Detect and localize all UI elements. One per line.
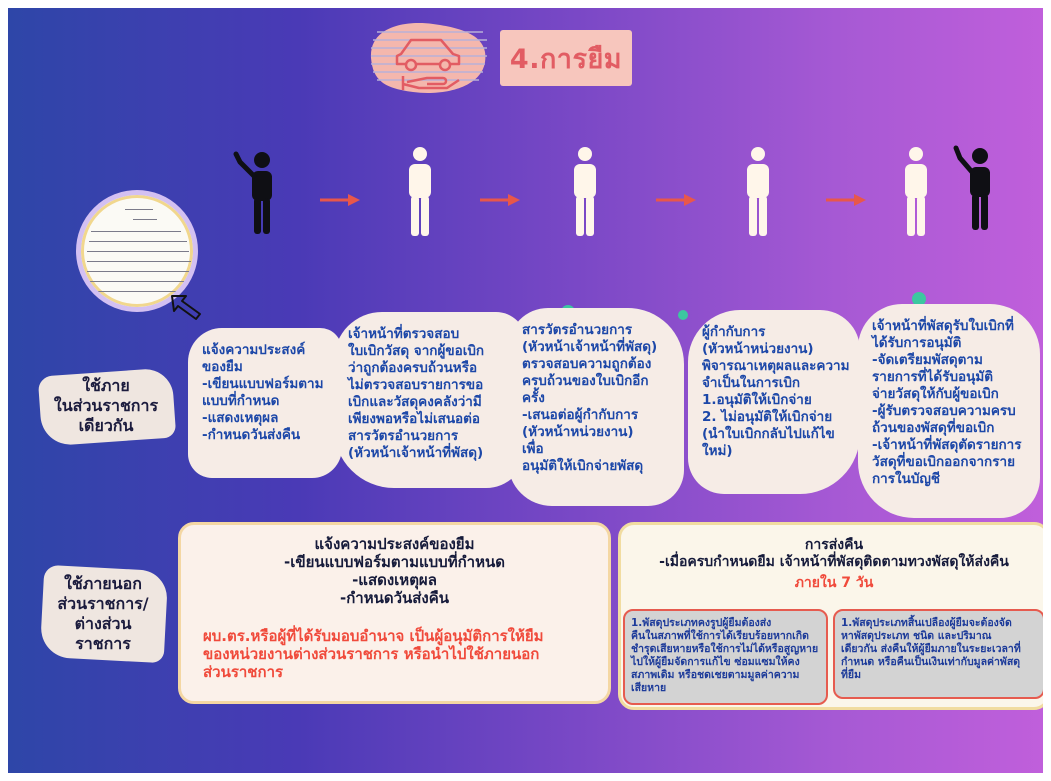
internal-label-line: ใช้ภาย (82, 376, 130, 395)
internal-label-line: ในส่วนราชการ (53, 396, 159, 415)
note-line: เดียวกัน ส่งคืนให้ผู้ยืมภายในระยะเวลาที่ (841, 643, 1021, 655)
note-line: 1.พัสดุประเภทคงรูปผู้ยืมต้องส่ง (631, 617, 772, 629)
note-line: หาพัสดุประเภท ชนิด และปริมาณ (841, 630, 992, 642)
card-line: -เขียนแบบฟอร์มตามแบบที่กำหนด (284, 553, 505, 571)
decor-dot (912, 292, 926, 306)
decor-dot (678, 310, 688, 320)
step-text-line: -ผู้รับตรวจสอบความครบ (872, 403, 1016, 419)
person-icon (574, 147, 596, 236)
step-text-line: แบบที่กำหนด (202, 393, 280, 409)
return-subtitle: -เมื่อครบกำหนดยืม เจ้าหน้าที่พัสดุติดตาม… (659, 554, 1009, 570)
pointing-person-icon (953, 145, 990, 230)
step-text-line: -แสดงเหตุผล (202, 410, 279, 426)
note-line: ชำรุดเสียหายหรือใช้การไม่ได้หรือสูญหาย (631, 643, 819, 655)
step-text-line: (หัวหน้าเจ้าหน้าที่พัสดุ) (522, 339, 658, 355)
title-banner: 4.การยืม (500, 30, 632, 86)
card-line: -กำหนดวันส่งคืน (339, 589, 450, 607)
note-line: กำหนด หรือคืนเป็นเงินเท่ากับมูลค่าพัสดุ (841, 656, 1021, 668)
card-line: -แสดงเหตุผล (352, 571, 437, 589)
note-line: ไปให้ผู้ยืมจัดการแก้ไข ซ่อมแซมให้คง (631, 656, 800, 668)
step-text-line: เจ้าหน้าที่พัสดุรับใบเบิกที่ (872, 318, 1014, 334)
infographic-canvas: 4.การยืม (8, 8, 1043, 773)
external-label-line: ใช้ภายนอก (64, 574, 142, 593)
person-icon (409, 147, 431, 236)
step-text-line: ผู้กำกับการ (702, 324, 766, 340)
right-arrow-icon (480, 194, 520, 206)
step-text-line: เจ้าหน้าที่ตรวจสอบ (348, 326, 460, 342)
internal-label-line: เดียวกัน (78, 416, 134, 435)
step-text-line: เพียงพอหรือไม่เสนอต่อ (348, 411, 481, 427)
external-label-line: ส่วนราชการ/ (57, 594, 149, 613)
return-title: การส่งคืน (804, 537, 864, 553)
internal-use-label: ใช้ภาย ในส่วนราชการ เดียวกัน (36, 376, 176, 436)
approval-warning: ผบ.ตร.หรือผู้ที่ได้รับมอบอำนาจ เป็นผู้อน… (203, 627, 603, 681)
external-label-line: ต่างส่วน (74, 614, 132, 633)
note-line: 1.พัสดุประเภทสิ้นเปลืองผู้ยืมจะต้องจัด (841, 617, 1012, 629)
note-line: ที่ยืม (841, 669, 861, 681)
step-text-line: (หัวหน้าหน่วยงาน) (522, 424, 634, 440)
step-text-line: รายการที่ได้รับอนุมัติ (872, 369, 994, 385)
note-line: เสียหาย (631, 682, 667, 694)
step-text-line: วัสดุที่ขอเบิกออกจากราย (872, 454, 1015, 470)
step-text-line: การในบัญชี (872, 471, 941, 487)
pointing-person-icon (233, 151, 272, 234)
document-icon (76, 190, 198, 312)
step-text-line: -เจ้าหน้าที่พัสดุตัดรายการ (872, 437, 1022, 453)
durable-goods-note: 1.พัสดุประเภทคงรูปผู้ยืมต้องส่ง คืนในสภา… (623, 609, 828, 705)
step-text-line: จ่ายวัสดุให้กับผู้ขอเบิก (872, 386, 999, 402)
warning-line: ส่วนราชการ (203, 663, 284, 681)
step-5-bubble: เจ้าหน้าที่พัสดุรับใบเบิกที่ ได้รับการอน… (858, 304, 1040, 518)
cursor-arrow-icon (171, 295, 201, 320)
external-use-label: ใช้ภายนอก ส่วนราชการ/ ต่างส่วน ราชการ (38, 574, 168, 654)
step-text-line: พิจารณาเหตุผลและความ (702, 358, 850, 374)
external-request-card: แจ้งความประสงค์ของยืม -เขียนแบบฟอร์มตามแ… (178, 522, 611, 704)
warning-line: ผบ.ตร.หรือผู้ที่ได้รับมอบอำนาจ เป็นผู้อน… (203, 627, 544, 645)
page-title: 4.การยืม (509, 43, 623, 75)
step-text-line: ตรวจสอบความถูกต้อง (522, 356, 652, 372)
step-text-line: -เขียนแบบฟอร์มตาม (202, 376, 324, 392)
step-text-line: (หัวหน้าเจ้าหน้าที่พัสดุ) (348, 445, 484, 461)
step-text-line: ถ้วนของพัสดุที่ขอเบิก (872, 420, 995, 436)
warning-line: ของหน่วยงานต่างส่วนราชการ หรือนำไปใช้ภาย… (203, 645, 540, 663)
consumable-goods-note: 1.พัสดุประเภทสิ้นเปลืองผู้ยืมจะต้องจัด ห… (833, 609, 1043, 699)
car-hand-icon (370, 23, 487, 93)
step-1-bubble: แจ้งความประสงค์ ของยืม -เขียนแบบฟอร์มตาม… (188, 328, 342, 478)
step-text-line: -กำหนดวันส่งคืน (202, 427, 301, 443)
step-text-line: แจ้งความประสงค์ (202, 342, 306, 358)
person-icon (747, 147, 769, 236)
step-text-line: (หัวหน้าหน่วยงาน) (702, 341, 814, 357)
note-line: คืนในสภาพที่ใช้การได้เรียบร้อยหากเกิด (631, 630, 809, 642)
step-text-line: ครั้ง (522, 390, 545, 406)
note-line: สภาพเดิม หรือชดเชยตามมูลค่าความ (631, 669, 800, 681)
step-3-bubble: สารวัตรอำนวยการ (หัวหน้าเจ้าหน้าที่พัสดุ… (508, 308, 684, 506)
step-text-line: เบิกและวัสดุคงคลังว่ามี (348, 394, 482, 410)
person-icon (905, 147, 927, 236)
step-text-line: -จัดเตรียมพัสดุตาม (872, 352, 983, 368)
step-text-line: จำเป็นในการเบิก (702, 375, 801, 391)
step-4-bubble: ผู้กำกับการ (หัวหน้าหน่วยงาน) พิจารณาเหต… (688, 310, 860, 494)
step-text-line: อนุมัติให้เบิกจ่ายพัสดุ (522, 458, 644, 474)
return-card: การส่งคืน -เมื่อครบกำหนดยืม เจ้าหน้าที่พ… (618, 522, 1043, 710)
right-arrow-icon (656, 194, 696, 206)
step-text-line: -เสนอต่อผู้กำกับการ (522, 407, 639, 423)
step-text-line: ว่าถูกต้องครบถ้วนหรือ (348, 360, 478, 376)
step-text-line: ครบถ้วนของใบเบิกอีก (522, 373, 649, 389)
right-arrow-icon (826, 194, 866, 206)
step-text-line: สารวัตรอำนวยการ (348, 428, 459, 444)
step-text-line: 2. ไม่อนุมัติให้เบิกจ่าย (702, 409, 833, 425)
external-label-line: ราชการ (75, 634, 131, 653)
step-text-line: ใหม่) (702, 443, 733, 459)
step-text-line: เพื่อ (522, 441, 544, 457)
step-text-line: ใบเบิกวัสดุ จากผู้ขอเบิก (348, 343, 485, 359)
step-text-line: ไม่ตรวจสอบรายการขอ (348, 377, 484, 393)
return-deadline: ภายใน 7 วัน (794, 575, 874, 591)
step-text-line: ของยืม (202, 359, 243, 375)
right-arrow-icon (320, 194, 360, 206)
card-line: แจ้งความประสงค์ของยืม (314, 535, 475, 553)
step-text-line: (นำใบเบิกกลับไปแก้ไข (702, 426, 835, 442)
step-text-line: ได้รับการอนุมัติ (872, 335, 962, 351)
step-2-bubble: เจ้าหน้าที่ตรวจสอบ ใบเบิกวัสดุ จากผู้ขอเ… (334, 312, 526, 488)
step-text-line: สารวัตรอำนวยการ (522, 322, 633, 338)
step-text-line: 1.อนุมัติให้เบิกจ่าย (702, 392, 812, 408)
